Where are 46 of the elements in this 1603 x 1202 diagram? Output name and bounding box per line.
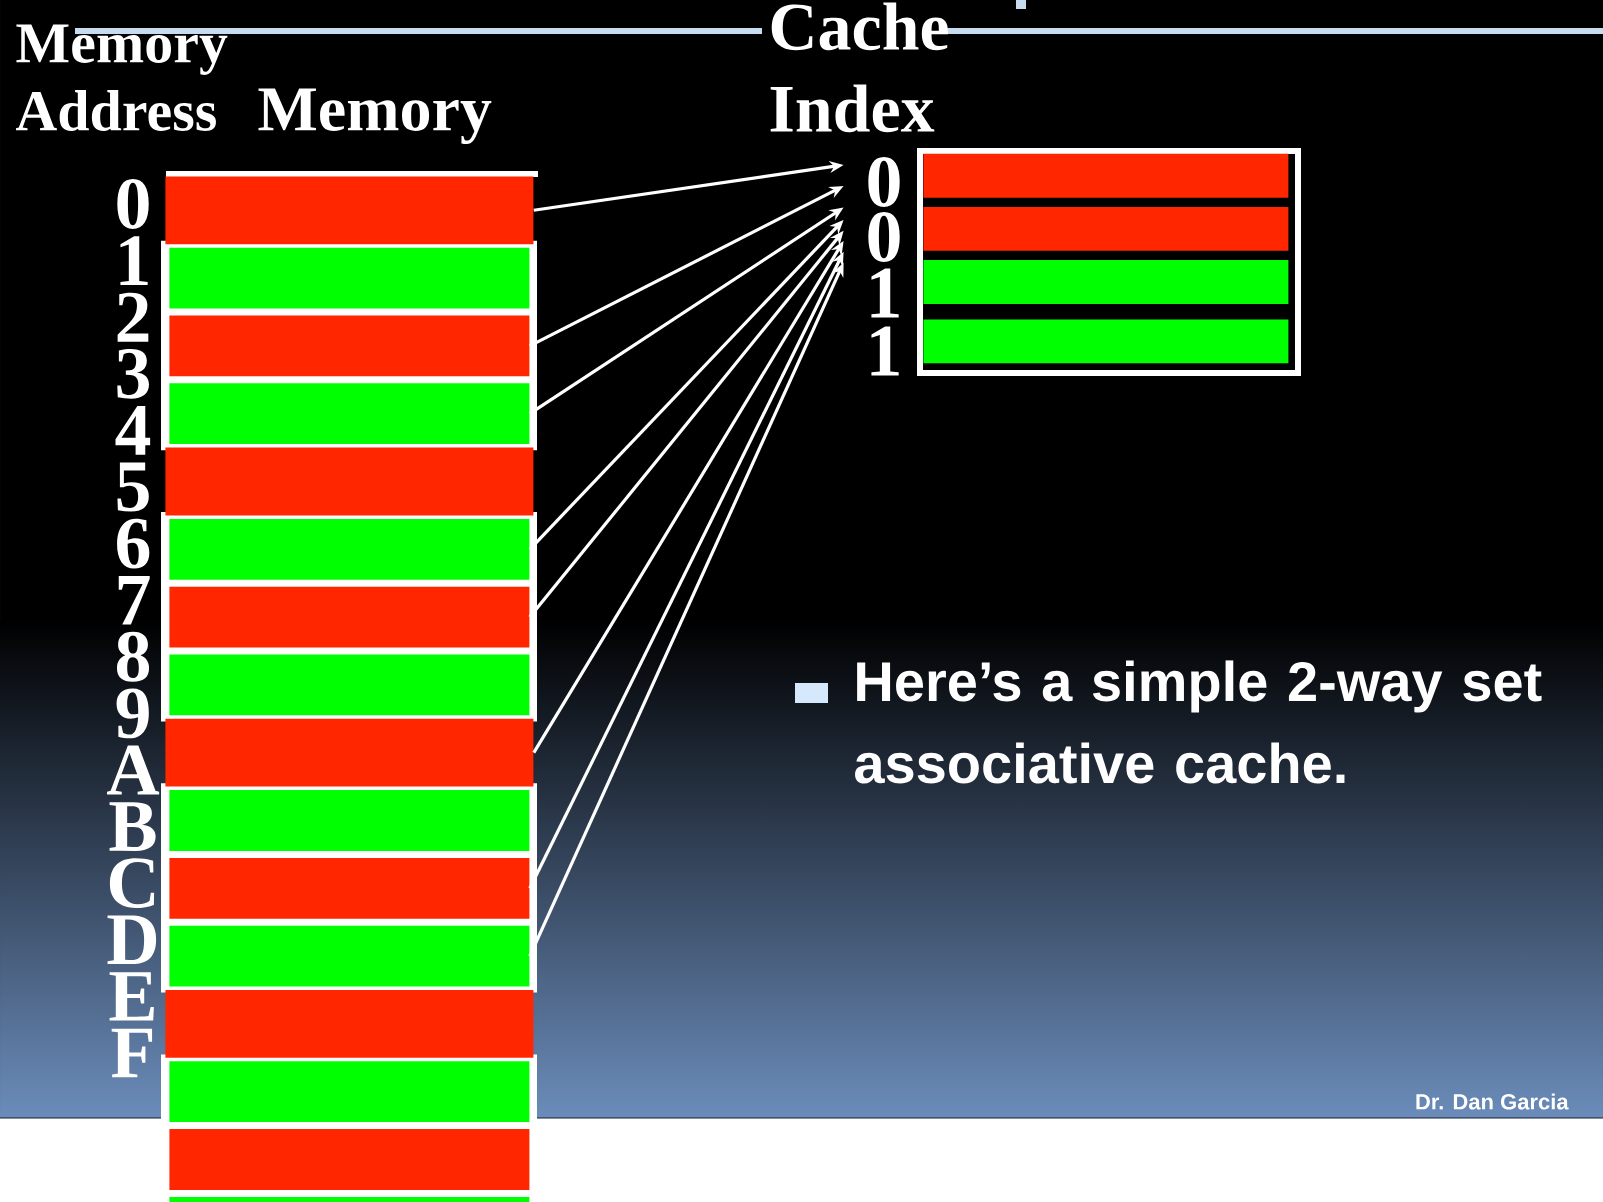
column-heading: Memory [258,88,492,145]
address-label: F [111,1028,153,1078]
address-label: 6 [117,518,150,569]
address-label: 9 [116,688,149,739]
memory-block [169,1129,530,1190]
memory-block [165,990,534,1058]
address-label: B [109,802,156,851]
memory-block [169,1196,530,1202]
address-label: 5 [117,462,149,512]
address-label: 4 [115,406,151,455]
cache-block [923,260,1289,305]
memory-block [169,518,530,580]
memory-block [169,654,530,716]
address-label: 1 [120,236,148,286]
address-label: 7 [118,575,150,625]
author-credit: Dr. Dan Garcia [1416,1093,1569,1110]
memory-block [165,447,534,516]
bullet-text: Here’s a simple 2-way set associative cache. [855,660,1542,784]
memory-block [169,383,530,445]
address-label: 3 [117,348,149,399]
address-label: 2 [117,292,149,342]
cache-index: 1 [871,268,899,318]
column-heading: Cache Index [770,2,948,133]
memory-block [169,857,530,919]
cache-index: 1 [871,326,899,376]
memory-block [165,176,534,245]
cache-block [923,153,1289,198]
memory-block [169,586,530,648]
memory-block [169,247,530,309]
column-heading: Memory Address [15,24,228,131]
address-label: E [109,972,154,1021]
cache-index: 0 [868,157,900,207]
memory-block [169,925,530,987]
cache-index: 0 [868,212,900,262]
memory-block [169,790,530,851]
address-label: 0 [117,179,149,229]
cache-frame [917,148,1301,376]
address-label: D [107,915,157,965]
address-label: C [109,858,155,909]
cache-block [923,319,1289,364]
address-label: A [107,745,160,795]
memory-block [165,718,534,787]
memory-block [169,1061,530,1123]
memory-block [169,315,530,377]
cache-block [923,206,1289,251]
address-label: 8 [116,631,150,682]
